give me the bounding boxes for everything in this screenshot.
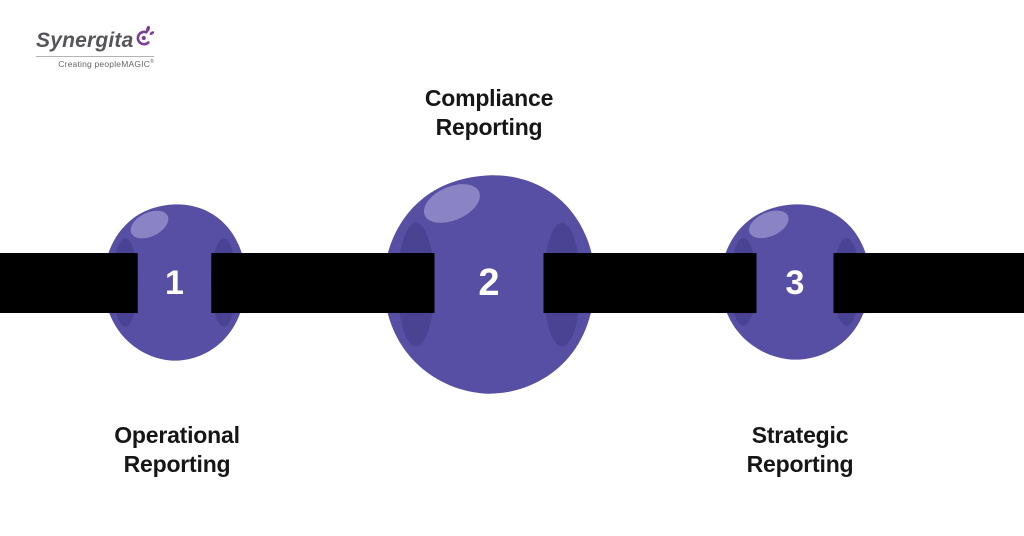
synergita-swirl-icon: [136, 25, 154, 46]
step-1-label: Operational Reporting: [114, 422, 240, 477]
logo-wordmark: Synergita: [36, 29, 134, 52]
logo-tagline-mark: ®: [150, 59, 154, 66]
step-3-label: Strategic Reporting: [746, 422, 854, 477]
logo-divider: [36, 56, 154, 57]
logo-tagline-text: Creating peopleMAGIC: [58, 59, 151, 69]
logo-row: Synergita: [36, 20, 154, 54]
step-2-label: Compliance Reporting: [424, 85, 554, 140]
bead-step-1: [101, 204, 248, 361]
logo-tagline: Creating peopleMAGIC®: [36, 59, 154, 69]
step-2-number: 2: [478, 262, 500, 304]
step-1-number: 1: [165, 264, 184, 302]
bead-step-2: [380, 175, 598, 394]
bead-step-3: [718, 204, 872, 360]
synergita-logo: Synergita Creating peopleMAGIC®: [36, 20, 154, 69]
step-3-number: 3: [785, 264, 805, 302]
